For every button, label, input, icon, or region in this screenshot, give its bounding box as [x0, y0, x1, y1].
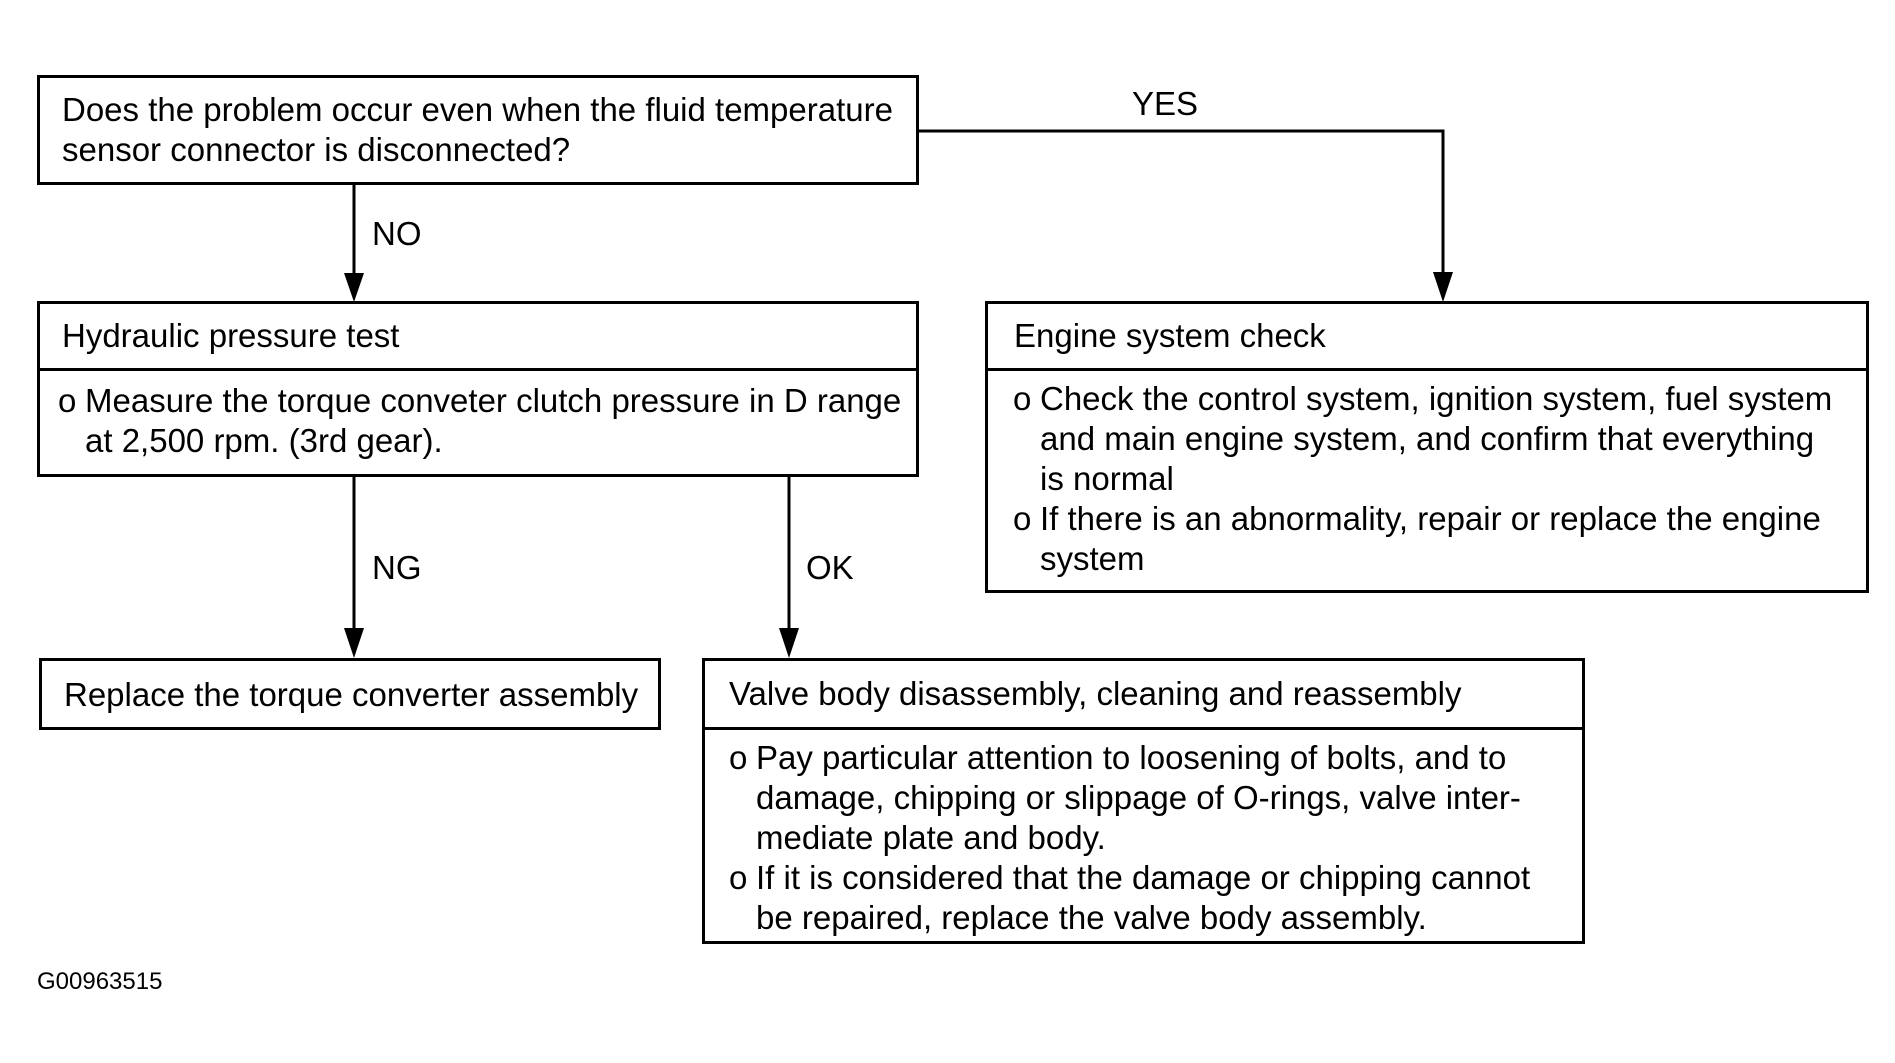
engine-item-line: If there is an abnormality, repair or re…: [1040, 500, 1821, 537]
question-line-2: sensor connector is disconnected?: [62, 131, 571, 168]
engine-check-items: o Check the control system, ignition sys…: [1013, 379, 1832, 579]
no-arrowhead: [344, 273, 364, 302]
valve-body-box: Valve body disassembly, cleaning and rea…: [702, 658, 1585, 944]
ng-arrowhead: [344, 628, 364, 658]
engine-check-title: Engine system check: [1014, 317, 1326, 354]
valve-item-line: mediate plate and body.: [756, 819, 1106, 856]
valve-item-line: If it is considered that the damage or c…: [756, 859, 1531, 896]
yes-arrowhead: [1433, 272, 1453, 302]
replace-converter-title: Replace the torque converter assembly: [64, 676, 639, 713]
valve-body-item: o Pay particular attention to loosening …: [729, 738, 1530, 858]
bullet-mark: o: [1013, 500, 1032, 537]
hydraulic-test-items: o Measure the torque conveter clutch pre…: [58, 381, 901, 461]
engine-check-item: o If there is an abnormality, repair or …: [1013, 499, 1832, 579]
engine-check-item: o Check the control system, ignition sys…: [1013, 379, 1832, 499]
valve-body-item: o If it is considered that the damage or…: [729, 858, 1530, 938]
yes-label: YES: [1132, 85, 1199, 122]
ok-arrowhead: [779, 628, 799, 658]
figure-id: G00963515: [37, 968, 163, 995]
engine-check-box: Engine system check o Check the control …: [985, 301, 1869, 593]
question-line-1: Does the problem occur even when the flu…: [62, 91, 893, 128]
hydraulic-test-title: Hydraulic pressure test: [62, 317, 400, 354]
bullet-mark: o: [729, 859, 748, 896]
valve-item-line: damage, chipping or slippage of O-rings,…: [756, 779, 1521, 816]
valve-body-items: o Pay particular attention to loosening …: [729, 738, 1530, 938]
hydraulic-test-box: Hydraulic pressure test o Measure the to…: [37, 301, 919, 477]
question-box: Does the problem occur even when the flu…: [37, 75, 919, 185]
hydraulic-item-line: at 2,500 rpm. (3rd gear).: [85, 422, 443, 459]
bullet-mark: o: [1013, 380, 1032, 417]
engine-item-line: is normal: [1040, 460, 1174, 497]
engine-item-line: Check the control system, ignition syste…: [1040, 380, 1833, 417]
no-label: NO: [372, 215, 422, 252]
ok-label: OK: [806, 549, 854, 586]
engine-item-line: and main engine system, and confirm that…: [1040, 420, 1815, 457]
hydraulic-test-divider: [40, 368, 916, 371]
engine-item-line: system: [1040, 540, 1145, 577]
hydraulic-test-item: o Measure the torque conveter clutch pre…: [58, 381, 901, 461]
valve-body-divider: [705, 727, 1582, 730]
valve-item-line: be repaired, replace the valve body asse…: [756, 899, 1427, 936]
bullet-mark: o: [58, 382, 77, 419]
ng-label: NG: [372, 549, 422, 586]
valve-body-title: Valve body disassembly, cleaning and rea…: [729, 675, 1462, 712]
yes-connector: [919, 129, 1445, 280]
valve-item-line: Pay particular attention to loosening of…: [756, 739, 1507, 776]
hydraulic-item-line: Measure the torque conveter clutch press…: [85, 382, 902, 419]
replace-converter-box: Replace the torque converter assembly: [39, 658, 661, 730]
engine-check-divider: [988, 368, 1866, 371]
bullet-mark: o: [729, 739, 748, 776]
